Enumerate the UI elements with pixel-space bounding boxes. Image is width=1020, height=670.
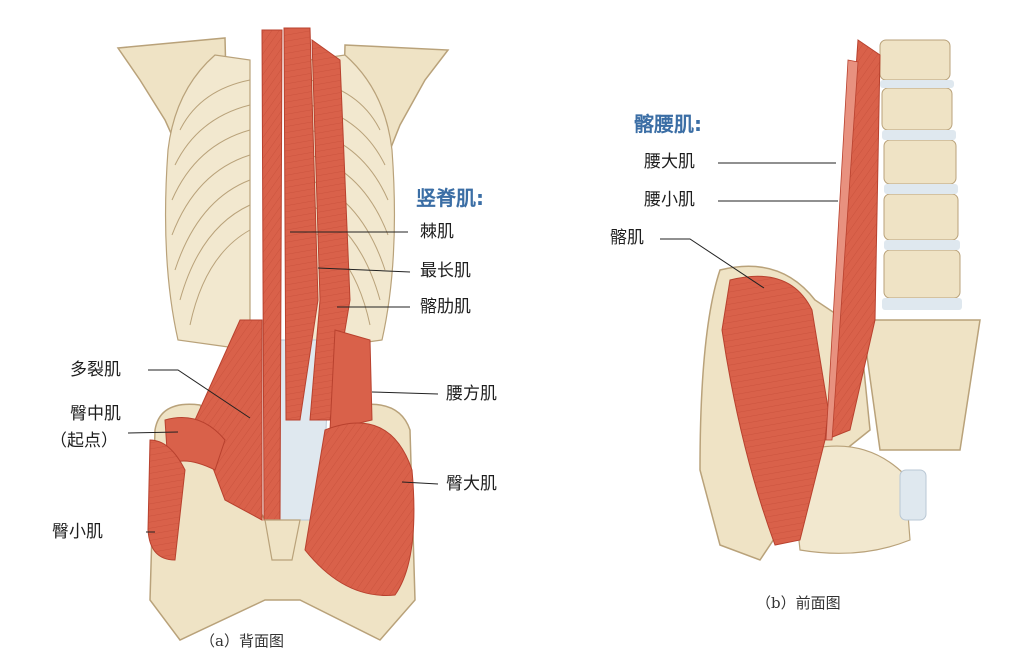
label-iliocostalis: 髂肋肌 [420,297,471,317]
label-quadratus-lumborum: 腰方肌 [446,384,497,404]
lumbar-vertebrae [879,39,962,310]
leader-lines-a [127,231,439,533]
caption-anterior-view: （b）前面图 [756,594,841,612]
label-gluteus-medius: 臀中肌 [70,404,121,424]
quadratus-lumborum-muscle [329,329,373,431]
psoas-minor-muscle [825,59,859,441]
sacrum [264,519,301,561]
label-multifidus: 多裂肌 [70,360,121,380]
label-spinalis: 棘肌 [420,222,454,242]
label-gluteus-medius-origin: （起点） [50,431,118,451]
ribs [171,79,389,326]
label-psoas-minor: 腰小肌 [644,190,695,210]
caption-posterior-view: （a）背面图 [200,632,284,650]
pubic-symphysis [899,469,927,521]
posterior-view-illustration [116,27,450,641]
label-longissimus: 最长肌 [420,261,471,281]
label-iliacus: 髂肌 [610,228,644,248]
iliopsoas-heading: 髂腰肌: [634,112,702,136]
sacrum-anterior [861,319,981,451]
rib-cage [164,54,251,351]
label-psoas-major: 腰大肌 [644,152,695,172]
label-gluteus-minimus: 臀小肌 [52,522,103,542]
leader-lines-b [660,162,838,289]
label-gluteus-maximus: 臀大肌 [446,474,497,494]
erector-spinae-heading: 竖脊肌: [416,186,484,210]
anterior-view-illustration [699,39,981,561]
